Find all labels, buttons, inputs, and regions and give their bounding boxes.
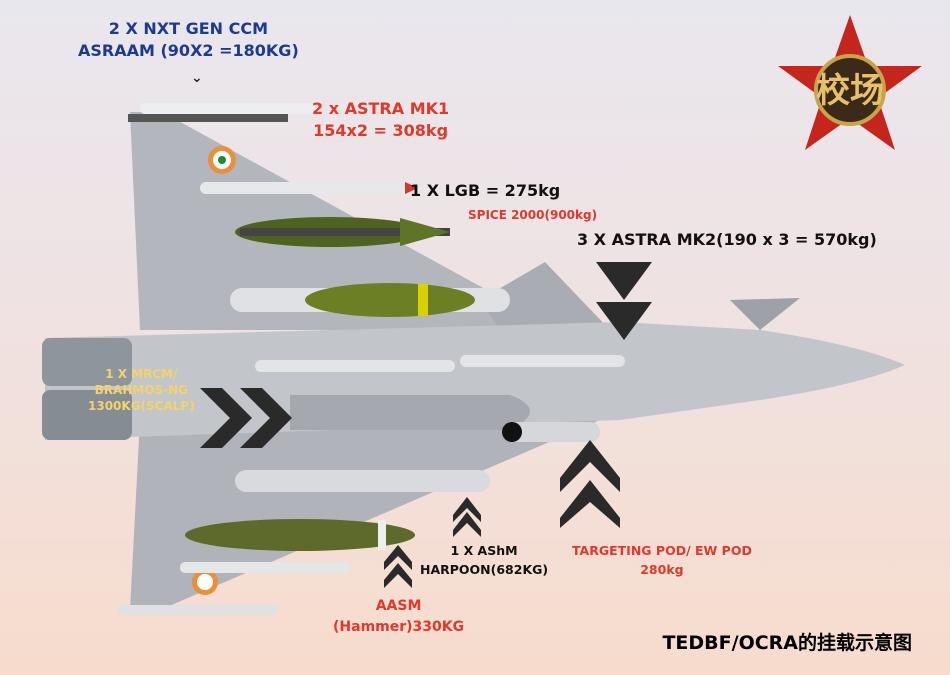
chevron-up-icon bbox=[384, 440, 620, 588]
mrcm-label: 1 X MRCM/ BRAHMOS-NG 1300KG(SCALP) bbox=[88, 367, 195, 414]
fuselage bbox=[45, 322, 905, 440]
asraam-label: 2 X NXT GEN CCM ASRAAM (90X2 =180KG) bbox=[78, 19, 299, 60]
chevron-down-icon bbox=[596, 262, 652, 340]
spice-bomb bbox=[230, 283, 510, 317]
astra-mk2-label: 3 X ASTRA MK2(190 x 3 = 570kg) bbox=[577, 230, 877, 249]
targeting-pod bbox=[502, 422, 600, 442]
engine-nozzle-top bbox=[42, 338, 132, 386]
canard bbox=[480, 262, 610, 330]
astra-mk1-label: 2 x ASTRA MK1 154x2 = 308kg bbox=[312, 99, 450, 140]
lgb-bomb bbox=[235, 217, 450, 247]
asraam-missile bbox=[128, 103, 315, 122]
astra-mk1-missile bbox=[200, 182, 418, 194]
svg-text:校场: 校场 bbox=[816, 71, 884, 111]
targeting-pod-label: TARGETING POD/ EW POD 280kg bbox=[572, 543, 752, 578]
asraam-missile-lower bbox=[118, 605, 278, 615]
brahmos-ng-missile bbox=[290, 395, 530, 430]
aasm-bomb bbox=[185, 519, 415, 551]
harpoon-missile bbox=[235, 470, 490, 492]
ashm-label: 1 X AShM HARPOON(682KG) bbox=[420, 543, 549, 578]
vertical-fin bbox=[730, 298, 800, 330]
spice-label: SPICE 2000(900kg) bbox=[468, 208, 598, 222]
chevron-right-icon bbox=[200, 388, 292, 448]
caption: TEDBF/OCRA的挂载示意图 bbox=[662, 632, 912, 654]
chevron-down-icon: ⌄ bbox=[191, 70, 203, 86]
logo: 校场 bbox=[778, 15, 922, 150]
engine-nozzle-bottom bbox=[42, 390, 132, 440]
lgb-label: 1 X LGB = 275kg bbox=[410, 181, 561, 200]
astra-mk2-missile bbox=[255, 355, 625, 372]
astra-missile-lower bbox=[180, 562, 350, 573]
aasm-label: AASM (Hammer)330KG bbox=[333, 598, 465, 635]
